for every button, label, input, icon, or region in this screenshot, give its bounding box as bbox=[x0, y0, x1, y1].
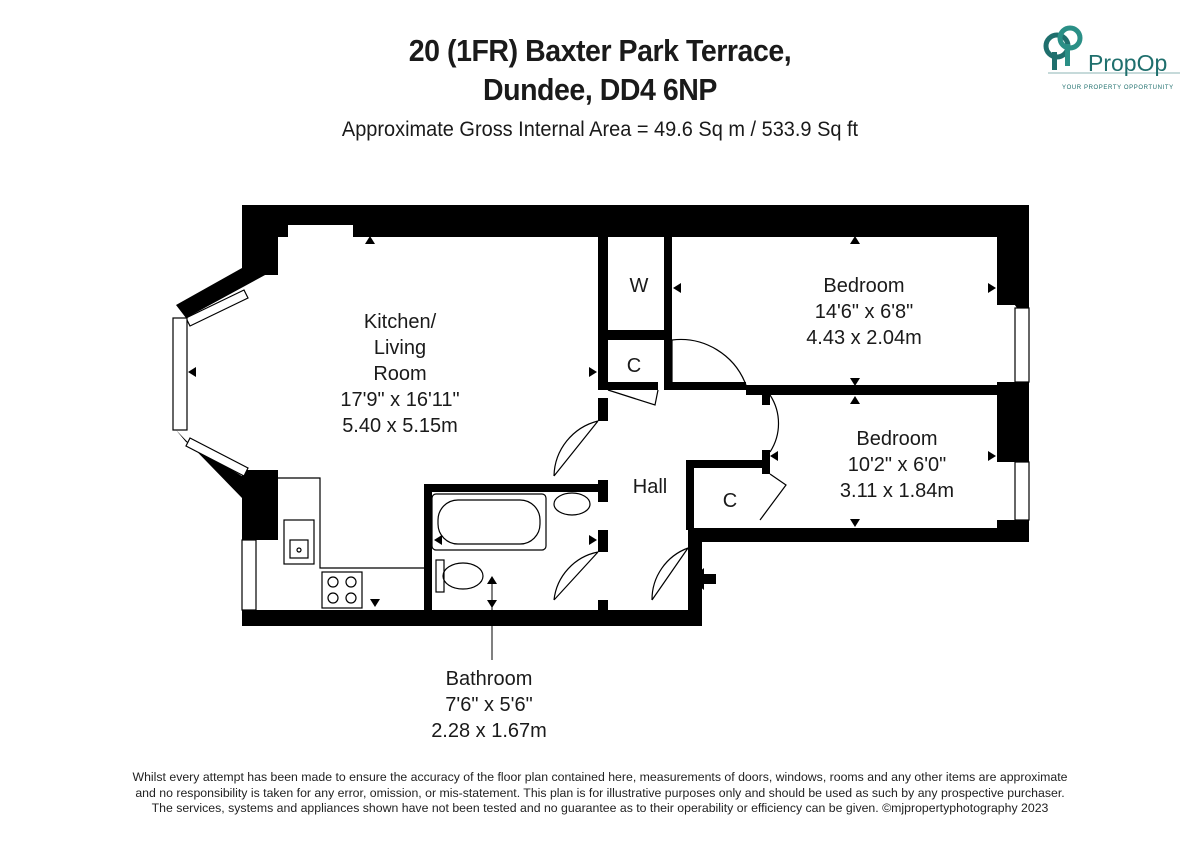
bathtub-icon bbox=[431, 493, 547, 551]
disclaimer-line2: and no responsibility is taken for any e… bbox=[135, 785, 1065, 800]
bedroom2-imperial: 10'2" x 6'0" bbox=[848, 454, 947, 476]
toilet-icon bbox=[442, 562, 484, 590]
kitchen-name-3: Room bbox=[373, 363, 426, 385]
room-labels: Kitchen/ Living Room 17'9" x 16'11" 5.40… bbox=[340, 275, 954, 742]
page-title-line1: 20 (1FR) Baxter Park Terrace, bbox=[408, 33, 792, 68]
kitchen-name-2: Living bbox=[374, 337, 426, 359]
bathroom-name: Bathroom bbox=[446, 668, 533, 690]
kitchen-metric: 5.40 x 5.15m bbox=[342, 415, 458, 437]
page-title-line2: Dundee, DD4 6NP bbox=[483, 72, 717, 107]
kitchen-imperial: 17'9" x 16'11" bbox=[340, 389, 459, 411]
bedroom1-name: Bedroom bbox=[823, 275, 904, 297]
walls bbox=[176, 205, 1029, 626]
cupboard1-label: C bbox=[627, 355, 641, 377]
entrance-arrow-icon bbox=[690, 568, 716, 590]
cupboard2-label: C bbox=[723, 490, 737, 512]
bedroom2-metric: 3.11 x 1.84m bbox=[840, 480, 954, 502]
windows bbox=[172, 225, 1030, 611]
door-swings bbox=[553, 338, 787, 601]
hob-icon bbox=[321, 571, 363, 609]
wardrobe-label: W bbox=[630, 275, 649, 297]
bathroom-fittings bbox=[431, 492, 591, 593]
bathroom-metric: 2.28 x 1.67m bbox=[431, 720, 547, 742]
propop-logo-icon bbox=[1043, 25, 1180, 74]
bedroom1-imperial: 14'6" x 6'8" bbox=[815, 301, 914, 323]
hall-label: Hall bbox=[633, 476, 667, 498]
disclaimer: Whilst every attempt has been made to en… bbox=[60, 770, 1140, 817]
measurement-arrows bbox=[188, 236, 996, 608]
bedroom2-name: Bedroom bbox=[856, 428, 937, 450]
bathroom-imperial: 7'6" x 5'6" bbox=[445, 694, 532, 716]
sink-icon bbox=[283, 519, 315, 565]
disclaimer-line3: The services, systems and appliances sho… bbox=[151, 801, 1049, 815]
kitchen-name-1: Kitchen/ bbox=[364, 311, 437, 333]
disclaimer-line1: Whilst every attempt has been made to en… bbox=[132, 770, 1068, 784]
bedroom1-metric: 4.43 x 2.04m bbox=[806, 327, 922, 349]
kitchen-fittings bbox=[278, 477, 424, 609]
basin-icon bbox=[553, 492, 591, 516]
logo-wordmark: PropOp bbox=[1088, 50, 1168, 76]
logo-tagline: YOUR PROPERTY OPPORTUNITY bbox=[1062, 85, 1174, 91]
gross-internal-area: Approximate Gross Internal Area = 49.6 S… bbox=[341, 118, 859, 141]
